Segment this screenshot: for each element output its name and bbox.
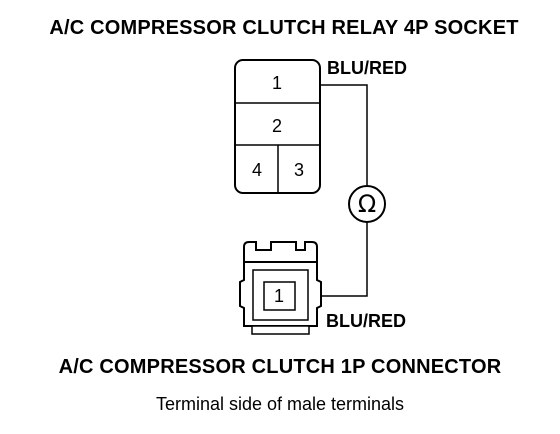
test-lead-upper: [320, 84, 368, 185]
clutch-connector: 1: [239, 241, 322, 335]
connector-subtitle: Terminal side of male terminals: [155, 394, 405, 414]
ohm-symbol: Ω: [358, 190, 376, 218]
relay-wire-label: BLU/RED: [327, 58, 407, 78]
connector-base: [251, 325, 310, 335]
relay-socket: 1 2 4 3: [234, 59, 321, 194]
connector-terminal: [263, 281, 296, 311]
relay-pin-2: 2: [272, 116, 282, 136]
connector-wire-label: BLU/RED: [326, 311, 406, 331]
connector-title: A/C COMPRESSOR CLUTCH 1P CONNECTOR: [58, 356, 502, 378]
connector-latch: [243, 241, 318, 262]
relay-pin-3: 3: [294, 160, 304, 180]
relay-pin-1: 1: [272, 73, 282, 93]
relay-pin-4: 4: [252, 160, 262, 180]
ohmmeter-icon: Ω: [348, 185, 386, 223]
relay-socket-title: A/C COMPRESSOR CLUTCH RELAY 4P SOCKET: [49, 17, 519, 39]
connector-pin-1: 1: [274, 286, 284, 306]
test-lead-lower: [320, 222, 368, 297]
